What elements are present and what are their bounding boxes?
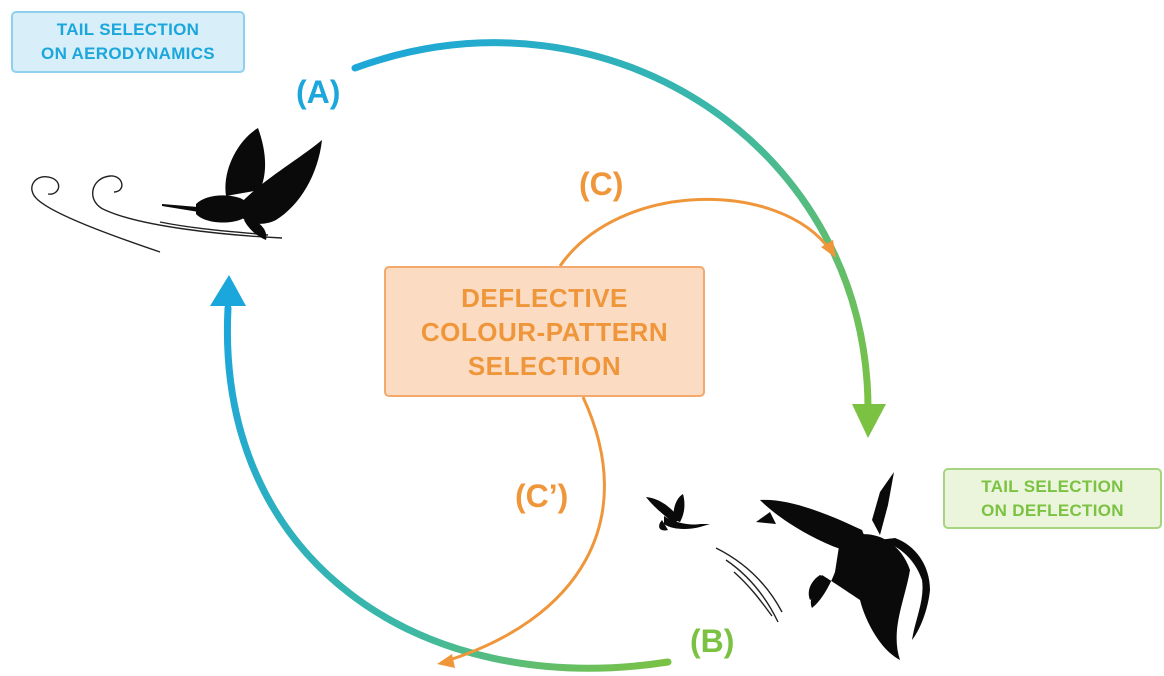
arc-a — [351, 39, 872, 416]
motion-lines-icon — [715, 547, 783, 623]
tail-selection-deflection-box: TAIL SELECTION ON DEFLECTION — [943, 468, 1162, 529]
centre-box-line3: SELECTION — [467, 350, 622, 381]
tail-selection-aerodynamics-box: TAIL SELECTION ON AERODYNAMICS — [11, 11, 245, 73]
arrowhead-c-prime — [437, 654, 455, 668]
arc-c — [558, 197, 832, 267]
label-c-prime: (C’) — [515, 478, 569, 514]
bird-attacking-icon — [756, 472, 930, 660]
aerodynamics-box-line2: ON AERODYNAMICS — [41, 44, 215, 63]
deflective-colour-pattern-selection-box: DEFLECTIVE COLOUR-PATTERN SELECTION — [384, 266, 705, 397]
arrowhead-c — [821, 240, 836, 258]
deflection-box-line1: TAIL SELECTION — [981, 476, 1124, 496]
butterfly-small-icon — [646, 494, 710, 531]
arc-c-prime — [442, 396, 606, 664]
butterfly-flying-icon — [162, 128, 322, 240]
arrowhead-b — [210, 275, 246, 306]
centre-box-line2: COLOUR-PATTERN — [420, 316, 669, 347]
arrowhead-a — [852, 404, 886, 438]
label-b: (B) — [690, 623, 735, 659]
aerodynamics-box-line1: TAIL SELECTION — [56, 20, 200, 39]
label-c: (C) — [579, 166, 624, 202]
arc-b — [223, 304, 672, 672]
label-a: (A) — [296, 74, 341, 110]
deflection-box-line2: ON DEFLECTION — [981, 500, 1124, 520]
centre-box-line1: DEFLECTIVE — [461, 282, 628, 313]
